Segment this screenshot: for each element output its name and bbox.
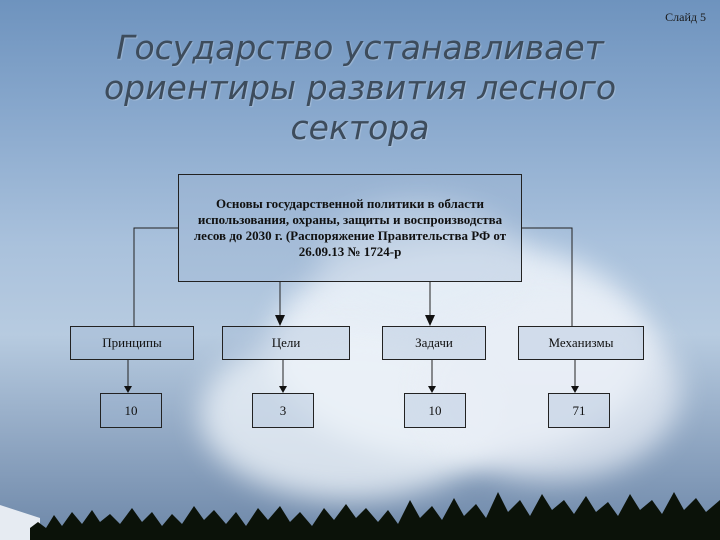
policy-document-box: Основы государственной политики в област… xyxy=(178,174,522,282)
category-mechanisms-box: Механизмы xyxy=(518,326,644,360)
policy-document-text: Основы государственной политики в област… xyxy=(193,196,507,259)
principles-count: 10 xyxy=(124,402,138,418)
goals-count-box: 3 xyxy=(252,393,314,428)
category-goals-label: Цели xyxy=(271,335,301,350)
tasks-count: 10 xyxy=(428,402,442,418)
cloud-shape xyxy=(420,300,680,480)
principles-count-box: 10 xyxy=(100,393,162,428)
slide-number: Слайд 5 xyxy=(665,10,706,24)
slide-title: Государство устанавливает ориентиры разв… xyxy=(103,28,617,147)
category-goals-box: Цели xyxy=(222,326,350,360)
goals-count: 3 xyxy=(279,402,287,418)
category-tasks-label: Задачи xyxy=(415,335,453,350)
mechanisms-count-box: 71 xyxy=(548,393,610,428)
mechanisms-count: 71 xyxy=(572,402,586,418)
category-tasks-box: Задачи xyxy=(382,326,486,360)
tasks-count-box: 10 xyxy=(404,393,466,428)
category-principles-box: Принципы xyxy=(70,326,194,360)
category-mechanisms-label: Механизмы xyxy=(548,335,614,350)
category-principles-label: Принципы xyxy=(102,335,162,350)
cloud-shape xyxy=(320,200,520,320)
